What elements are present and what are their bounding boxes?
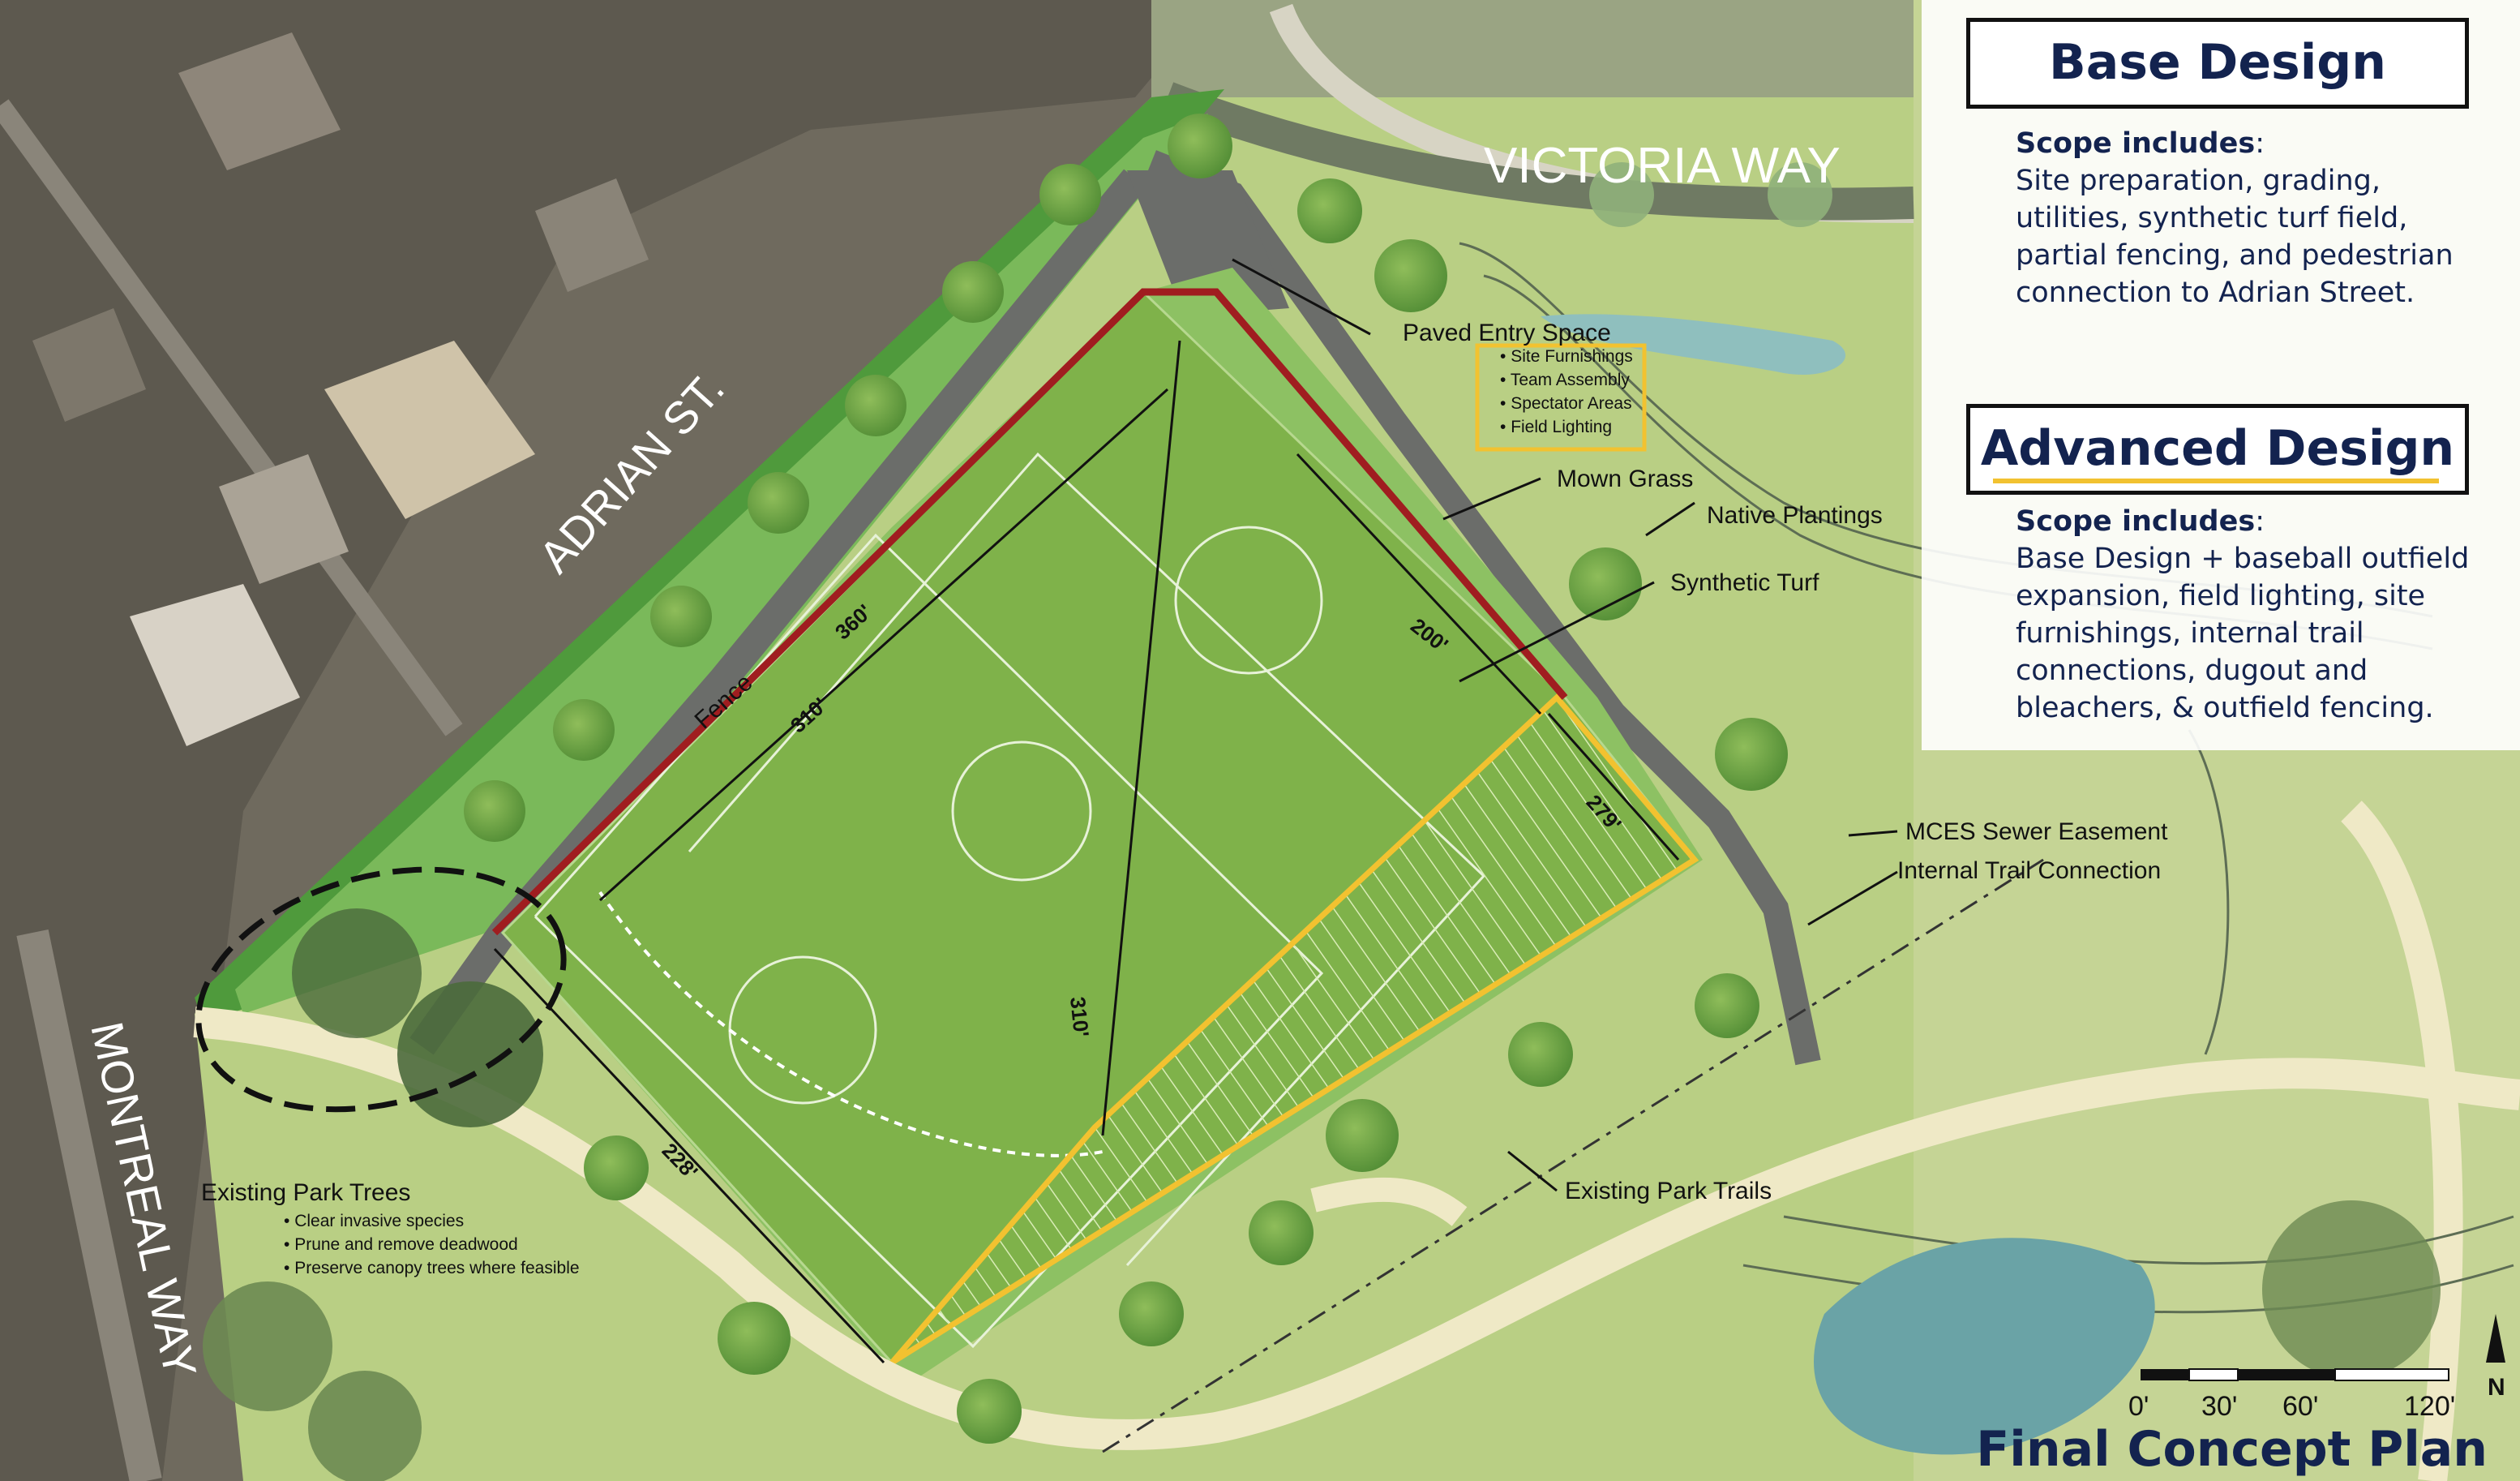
base-scope-text: Site preparation, grading, utilities, sy… — [2016, 165, 2454, 309]
field-circle — [1174, 526, 1323, 675]
dimension-label: 310' — [1065, 995, 1094, 1037]
svg-text:0': 0' — [2128, 1391, 2149, 1422]
entry-item: • Site Furnishings — [1500, 347, 1633, 366]
design-legend-panel: Base Design Scope includes: Site prepara… — [1922, 0, 2520, 750]
aerial-montreal-street — [16, 929, 162, 1481]
svg-text:60': 60' — [2282, 1391, 2318, 1422]
house-roof — [178, 32, 341, 170]
field-center-circle — [951, 740, 1092, 882]
tree-item: • Preserve canopy trees where feasible — [284, 1259, 580, 1277]
callout-leaders — [1232, 258, 1898, 1192]
house-roof — [324, 341, 535, 519]
native-plantings-label: Native Plantings — [1707, 502, 1883, 529]
house-roof — [535, 178, 649, 292]
stream — [1541, 314, 1846, 375]
north-arrow-icon — [2486, 1314, 2505, 1363]
fence-line — [491, 288, 1568, 936]
existing-park-trail — [193, 1007, 2520, 1450]
aerial-neighborhood — [0, 0, 1216, 1481]
mown-grass-label: Mown Grass — [1557, 466, 1693, 492]
svg-text:120': 120' — [2404, 1391, 2455, 1422]
base-design-scope: Scope includes: Site preparation, gradin… — [2016, 127, 2454, 309]
victoria-way-label: VICTORIA WAY — [1484, 138, 1841, 194]
svg-text:30': 30' — [2201, 1391, 2237, 1422]
house-roof — [219, 454, 349, 584]
entry-item: • Team Assembly — [1500, 371, 1630, 389]
house-roof — [130, 584, 300, 746]
synthetic-turf-label: Synthetic Turf — [1670, 569, 1819, 596]
entry-items-box — [1475, 343, 1647, 452]
north-label: N — [2488, 1374, 2505, 1401]
aerial-street — [0, 99, 463, 736]
pond — [1813, 1238, 2155, 1455]
tree-item: • Clear invasive species — [284, 1212, 464, 1230]
entry-item: • Spectator Areas — [1500, 394, 1632, 413]
plan-title: Final Concept Plan — [1976, 1421, 2488, 1478]
advanced-title-underline — [1993, 479, 2439, 483]
base-design-title: Base Design — [1966, 18, 2469, 109]
dimension-lines — [493, 340, 1680, 1364]
advanced-design-title: Advanced Design — [1966, 404, 2469, 495]
advanced-scope-text: Base Design + baseball outfield expansio… — [2016, 543, 2470, 724]
tree-group — [203, 114, 2441, 1481]
advanced-design-scope: Scope includes: Base Design + baseball o… — [2016, 505, 2470, 724]
tree-item: • Prune and remove deadwood — [284, 1235, 518, 1254]
baseball-arc — [598, 891, 1104, 1157]
internal-trail-label: Internal Trail Connection — [1897, 857, 2161, 884]
paved-entry-space — [1127, 170, 1289, 316]
house-roof — [32, 308, 146, 422]
tree-preservation-area — [195, 866, 567, 1113]
contour-line — [2188, 729, 2230, 1055]
trail-spur — [1310, 1177, 1468, 1226]
paved-entry-label: Paved Entry Space — [1403, 320, 1611, 346]
scale-bar: 0' 30' 60' 120' N — [2128, 1314, 2505, 1422]
entry-item: • Field Lighting — [1500, 418, 1612, 436]
trail-east — [2341, 801, 2463, 1481]
victoria-way-area — [1151, 0, 1914, 97]
existing-trees-label: Existing Park Trees — [201, 1179, 410, 1206]
mces-sewer-easement-line — [1102, 858, 2044, 1453]
existing-trails-label: Existing Park Trails — [1565, 1178, 1772, 1204]
base-scope-lead: Scope includes — [2016, 127, 2256, 160]
advanced-scope-lead: Scope includes — [2016, 505, 2256, 538]
mces-sewer-label: MCES Sewer Easement — [1905, 818, 2168, 845]
